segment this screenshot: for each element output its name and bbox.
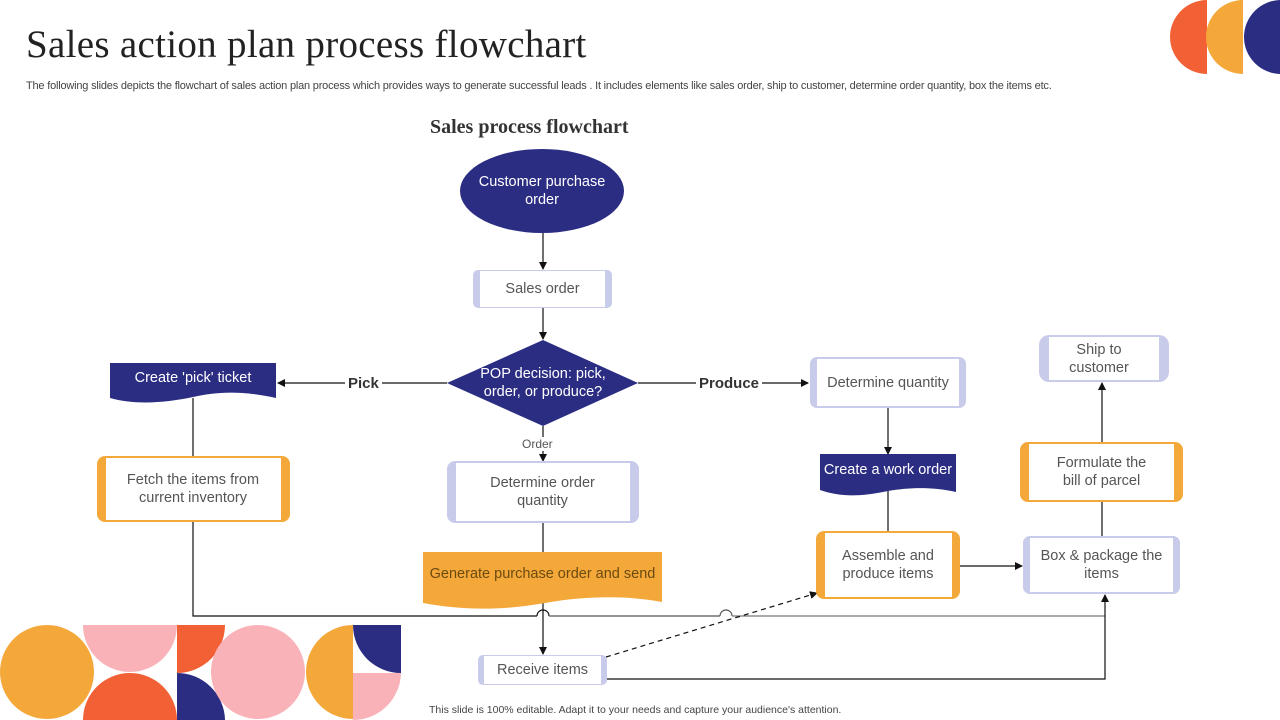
receive-items-label: Receive items: [496, 662, 589, 678]
determine-quantity-label: Determine quantity: [827, 374, 949, 391]
edge-receive-to-assemble: [605, 591, 818, 658]
formulate-bill-label: Formulate the bill of parcel: [1056, 455, 1147, 489]
decor-bottom-left: [0, 625, 401, 720]
generate-purchase-order-label: Generate purchase order and send: [429, 566, 656, 582]
determine-order-quantity-label: Determine order quantity: [490, 475, 595, 509]
page-title: Sales action plan process flowchart: [26, 23, 587, 66]
node-determine-quantity: [810, 357, 966, 408]
decor-circle-orange: [0, 625, 94, 719]
edge-label-produce: Produce: [696, 375, 763, 392]
node-assemble-produce: [816, 531, 960, 599]
connectors: [192, 233, 1109, 680]
decor-circle-pink: [211, 625, 305, 719]
node-ship-customer: [1039, 335, 1169, 382]
pop-decision-label: POP decision: pick, order, or produce?: [480, 366, 606, 400]
sales-order-label: Sales order: [505, 281, 580, 297]
decor-quarter-navy: [177, 673, 225, 720]
node-generate-purchase-order: [423, 552, 662, 609]
assemble-produce-label: Assemble and produce items: [842, 548, 934, 582]
node-determine-order-quantity: [447, 461, 639, 523]
decor-half-red: [83, 673, 177, 720]
decor-quarter-navy-2: [353, 625, 401, 673]
page-subtitle: The following slides depicts the flowcha…: [26, 80, 1052, 92]
edge-label-pick: Pick: [345, 375, 382, 392]
node-formulate-bill: [1020, 442, 1183, 502]
fetch-items-label: Fetch the items from current inventory: [126, 472, 260, 506]
decor-top-right: [1170, 0, 1280, 74]
box-package-label: Box & package the items: [1040, 548, 1163, 582]
create-pick-ticket-label: Create 'pick' ticket: [134, 370, 252, 386]
decor-quarter-red: [177, 625, 225, 673]
node-create-work-order: [820, 454, 956, 496]
customer-purchase-order-label: Customer purchase order: [478, 174, 606, 208]
node-pop-decision: [447, 340, 638, 426]
decor-half-orange: [306, 625, 353, 719]
edge-receive-to-box: [606, 594, 1109, 680]
node-receive-items: [478, 655, 607, 685]
create-work-order-label: Create a work order: [823, 462, 953, 478]
ship-customer-label: Ship to customer: [1069, 341, 1129, 376]
node-sales-order: [473, 270, 612, 308]
node-create-pick-ticket: [110, 363, 276, 403]
decor-half-circle-red: [1170, 0, 1207, 74]
decor-quarter-pink: [353, 673, 401, 720]
decor-half-pink: [83, 625, 177, 672]
decor-half-circle-orange: [1206, 0, 1243, 74]
node-customer-purchase-order: [460, 149, 624, 233]
node-fetch-items: [97, 456, 290, 522]
edge-fetch-to-bus: [192, 522, 537, 617]
footer-note: This slide is 100% editable. Adapt it to…: [429, 704, 842, 716]
decor-half-circle-navy: [1244, 0, 1280, 74]
flowchart-title: Sales process flowchart: [430, 116, 629, 138]
edge-label-order: Order: [522, 437, 553, 451]
edge-bus-jump-2: [719, 609, 733, 617]
node-box-package: [1023, 536, 1180, 594]
